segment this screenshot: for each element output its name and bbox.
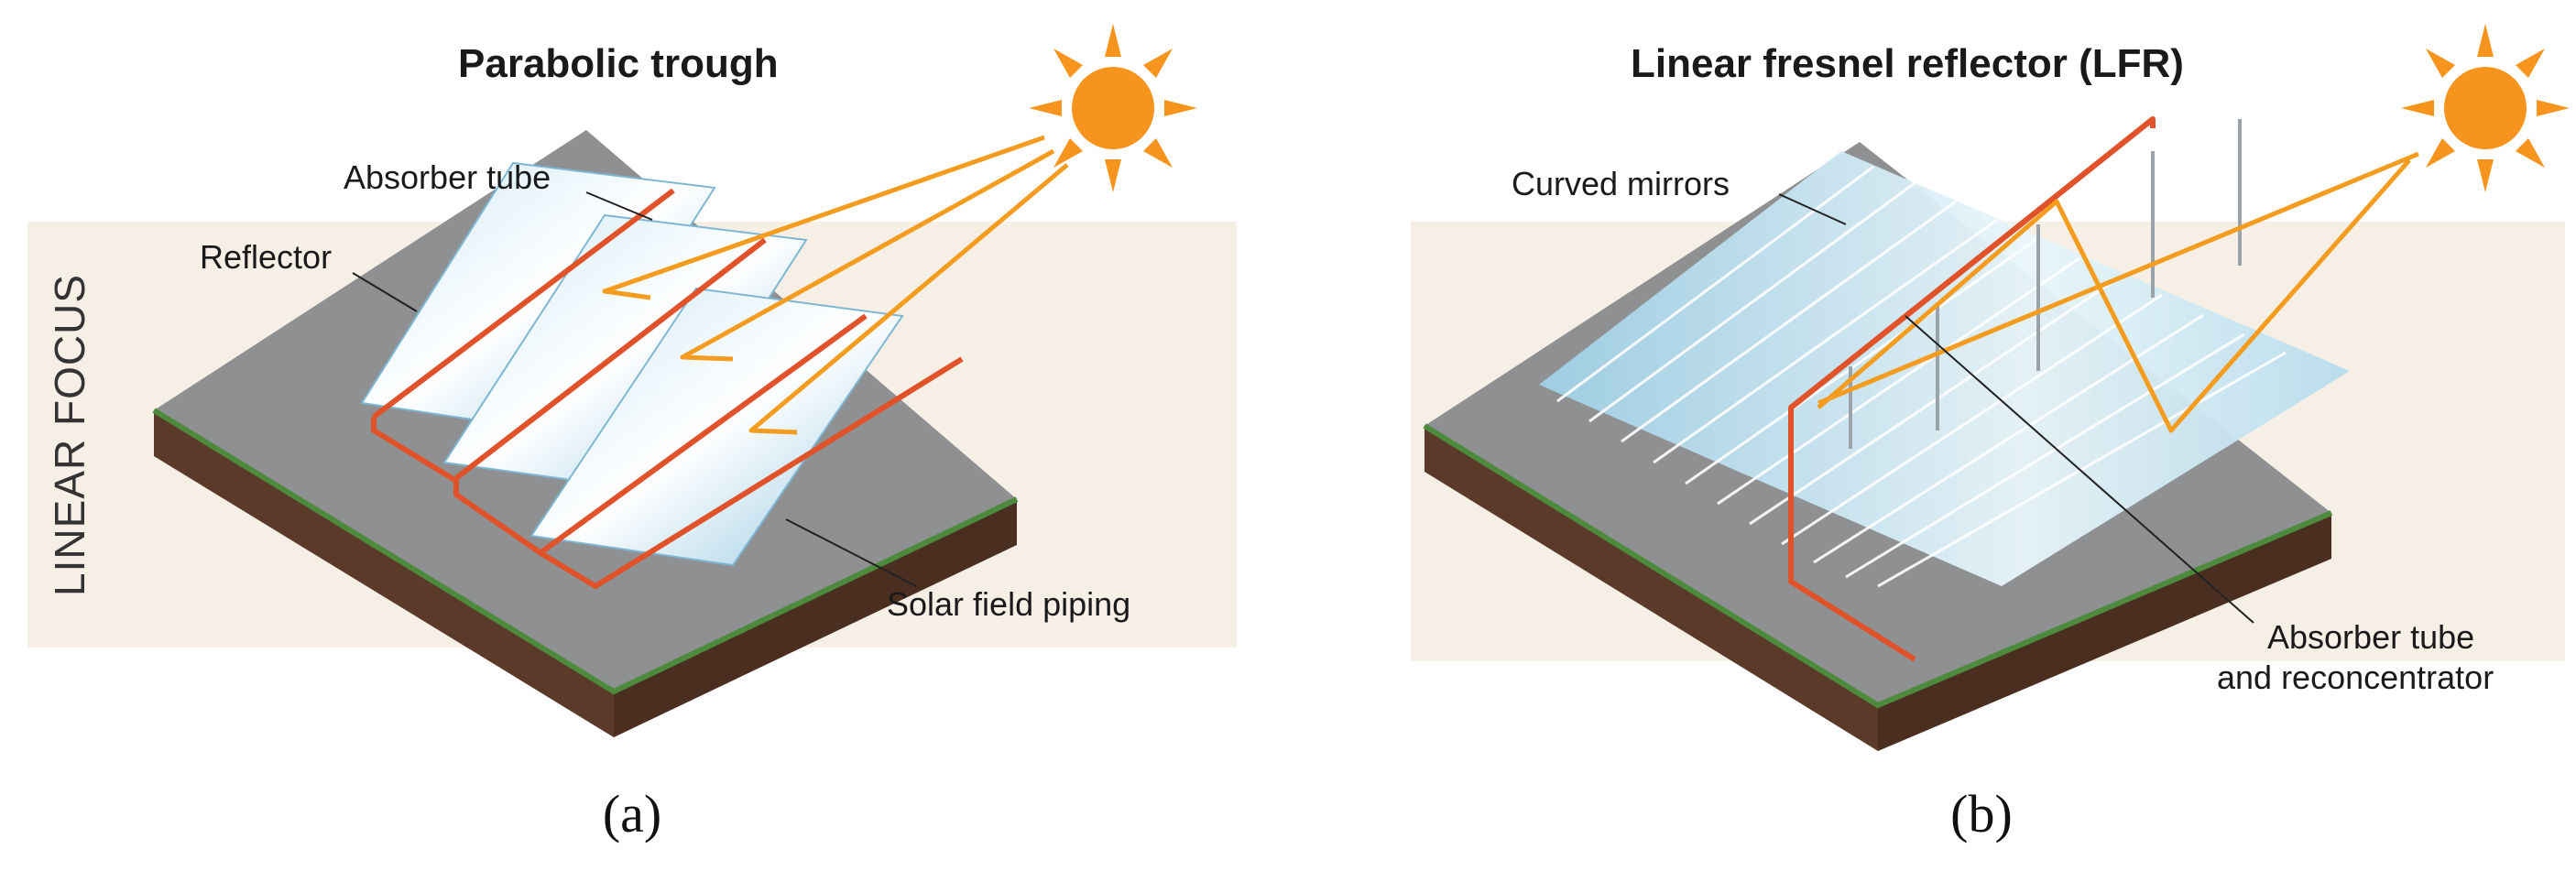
support-posts bbox=[1849, 119, 2242, 449]
panel-b-title: Linear fresnel reflector (LFR) bbox=[1631, 41, 2184, 86]
mirror-row-10 bbox=[1845, 332, 2245, 579]
mirror-row-8 bbox=[1781, 293, 2163, 546]
soil-right-face bbox=[614, 499, 1017, 737]
absorber-tubes-a bbox=[371, 188, 964, 589]
absorber-tube-1 bbox=[372, 188, 675, 419]
linear-focus-label: LINEAR FOCUS bbox=[46, 274, 93, 596]
absorber-tube-b-top bbox=[1789, 116, 2155, 410]
mirror-row-5 bbox=[1685, 236, 2039, 485]
curved-mirrors-label: Curved mirrors bbox=[1512, 165, 1730, 202]
solar-field-piping-leader bbox=[785, 518, 917, 587]
mirror-row-11 bbox=[1877, 351, 2287, 588]
panel-b: Linear fresnel reflector (LFR) Curved mi… bbox=[1411, 24, 2570, 844]
soil-left-face bbox=[154, 410, 614, 737]
grass-edge-b bbox=[1423, 423, 2333, 709]
sun-rays-a bbox=[602, 135, 1069, 435]
absorber-tube-label-a: Absorber tube bbox=[344, 158, 551, 196]
absorber-tube-2 bbox=[454, 237, 767, 481]
reflector-label: Reflector bbox=[200, 238, 332, 276]
panel-a-caption: (a) bbox=[603, 784, 661, 844]
sun-rays-b bbox=[1817, 151, 2419, 433]
absorber-tube-leader-a bbox=[585, 191, 653, 221]
grass-edge bbox=[152, 408, 1019, 695]
absorber-tube-frame-b bbox=[1788, 116, 2156, 662]
reconcentrator-label: and reconcentrator bbox=[2217, 659, 2494, 696]
mirror-row-7 bbox=[1749, 275, 2122, 526]
mirror-field-surface bbox=[1539, 151, 2350, 586]
sun-icon-b bbox=[2401, 24, 2570, 192]
ray-a2 bbox=[680, 148, 1055, 362]
absorber-tube-leader-b bbox=[1905, 315, 2254, 624]
ray-b2 bbox=[1817, 151, 2419, 406]
curved-mirrors-leader bbox=[1778, 193, 1847, 225]
sun-icon-a bbox=[1029, 24, 1197, 192]
mirror-row-6 bbox=[1717, 256, 2080, 506]
ray-b1 bbox=[1817, 158, 2411, 433]
mirror-row-1 bbox=[1556, 165, 1874, 403]
panel-b-caption: (b) bbox=[1950, 784, 2013, 844]
ray-a1 bbox=[602, 135, 1045, 300]
soil-right-face-b bbox=[1878, 513, 2331, 751]
soil-left-face-b bbox=[1424, 426, 1878, 751]
panel-a: LINEAR FOCUS bbox=[27, 24, 1237, 844]
ray-a3 bbox=[748, 163, 1069, 435]
mirror-row-2 bbox=[1588, 181, 1916, 423]
solar-field-piping-label: Solar field piping bbox=[887, 585, 1130, 623]
reflector-leader bbox=[352, 272, 418, 312]
solar-field-piping bbox=[371, 356, 964, 589]
mirror-row-3 bbox=[1621, 200, 1957, 443]
mirror-row-4 bbox=[1653, 218, 1998, 464]
panel-a-title: Parabolic trough bbox=[458, 41, 779, 86]
absorber-tube-3 bbox=[540, 313, 868, 554]
mirror-row-9 bbox=[1813, 313, 2204, 564]
absorber-tube-label-b: Absorber tube bbox=[2267, 618, 2474, 656]
fresnel-mirror-field bbox=[1539, 151, 2350, 588]
